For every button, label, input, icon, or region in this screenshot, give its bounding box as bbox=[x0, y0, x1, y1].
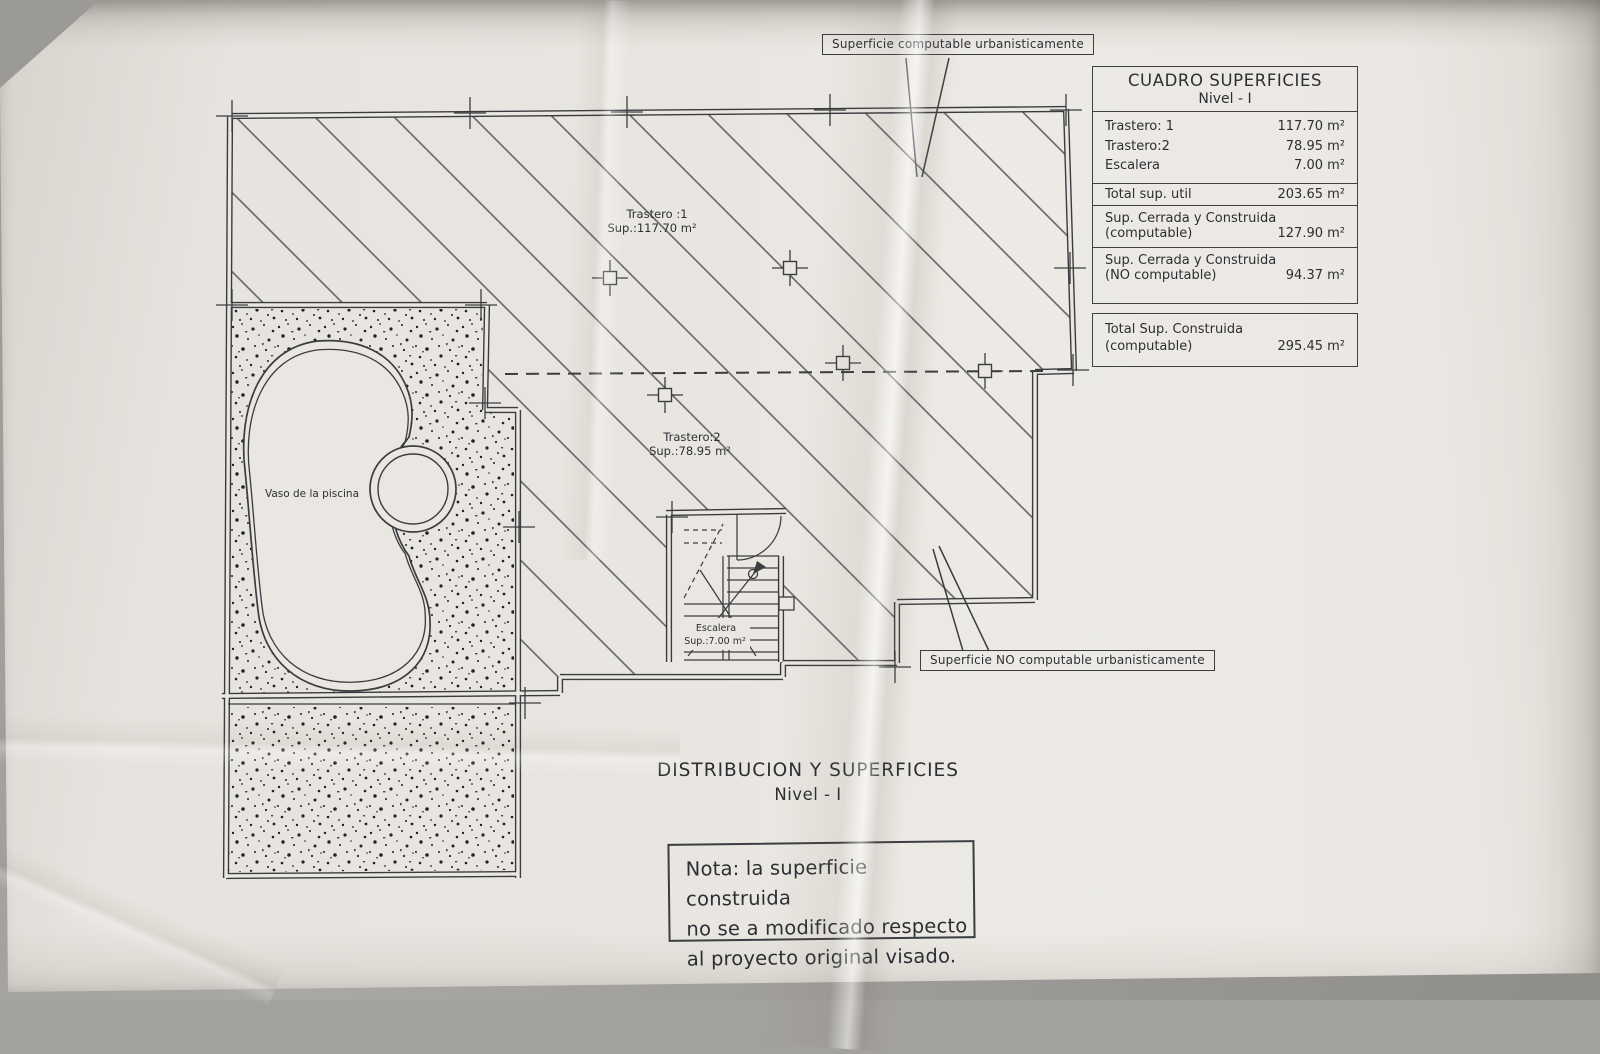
cerrada-no-computable-row: Sup. Cerrada y Construida (NO computable… bbox=[1092, 247, 1358, 304]
room-value: 78.95 m² bbox=[1285, 138, 1345, 154]
pool-label: Vaso de la piscina bbox=[265, 488, 359, 500]
total-util-row: Total sup. util 203.65 m² bbox=[1092, 183, 1358, 206]
drawing-title-block: DISTRIBUCION Y SUPERFICIES Nivel - I bbox=[608, 760, 1008, 804]
stair-label-backing bbox=[682, 618, 750, 650]
cerrada-no-computable-label: Sup. Cerrada y Construida bbox=[1105, 252, 1277, 268]
cerrada-computable-label: Sup. Cerrada y Construida bbox=[1105, 210, 1277, 226]
total-util-label: Total sup. util bbox=[1105, 186, 1192, 202]
room-value: 7.00 m² bbox=[1294, 158, 1345, 173]
total-construida-row: Total Sup. Construida (computable) 295.4… bbox=[1092, 312, 1358, 367]
total-construida-value: 295.45 m² bbox=[1277, 338, 1346, 354]
stair-direction-arrowhead bbox=[753, 561, 766, 574]
room-value: 117.70 m² bbox=[1277, 119, 1346, 134]
trastero2-label: Trastero:2 bbox=[662, 430, 720, 444]
trastero2-area-value: Sup.:78.95 m² bbox=[649, 444, 731, 458]
surfaces-table-title: CUADRO SUPERFICIES bbox=[1127, 71, 1323, 90]
pool-spa-circle bbox=[369, 445, 457, 533]
room-label: Escalera bbox=[1105, 158, 1161, 173]
stair-pilaster bbox=[778, 596, 795, 611]
table-row: Escalera 7.00 m² bbox=[1105, 156, 1345, 176]
cerrada-computable-row: Sup. Cerrada y Construida (computable) 1… bbox=[1092, 205, 1358, 248]
room-areas-section: Trastero: 1 117.70 m² Trastero:2 78.95 m… bbox=[1092, 112, 1358, 184]
trastero1-area-value: Sup.:117.70 m² bbox=[607, 221, 696, 235]
surfaces-table: CUADRO SUPERFICIES Nivel - I Trastero: 1… bbox=[1092, 66, 1358, 367]
stair-label: Escalera bbox=[696, 623, 736, 634]
note-line: al proyecto original visado. bbox=[686, 944, 957, 971]
pool-shape bbox=[242, 339, 457, 692]
cerrada-computable-sublabel: (computable) bbox=[1105, 225, 1193, 241]
note-line: Nota: la superficie construida bbox=[685, 855, 868, 911]
callout-no-computable: Superficie NO computable urbanisticament… bbox=[920, 650, 1215, 671]
floor-plan-drawing: Trastero :1 Sup.:117.70 m² Trastero:2 Su… bbox=[215, 57, 1090, 880]
table-row: Trastero: 1 117.70 m² bbox=[1105, 117, 1345, 137]
note-line: no se a modificado respecto bbox=[686, 914, 968, 941]
cerrada-computable-value: 127.90 m² bbox=[1277, 225, 1346, 241]
pool-deck-lower bbox=[228, 707, 514, 872]
total-util-value: 203.65 m² bbox=[1277, 186, 1346, 202]
room-label: Trastero: 1 bbox=[1105, 119, 1175, 134]
note-box: Nota: la superficie construida no se a m… bbox=[667, 840, 976, 971]
stair-area-value: Sup.:7.00 m² bbox=[684, 636, 746, 647]
cerrada-no-computable-sublabel: (NO computable) bbox=[1105, 267, 1217, 283]
table-row: Trastero:2 78.95 m² bbox=[1105, 137, 1345, 157]
drawing-title: DISTRIBUCION Y SUPERFICIES bbox=[656, 760, 959, 781]
trastero1-label: Trastero :1 bbox=[625, 207, 687, 221]
callout-computable: Superficie computable urbanisticamente bbox=[822, 34, 1094, 55]
cerrada-no-computable-value: 94.37 m² bbox=[1285, 267, 1345, 283]
drawing-subtitle: Nivel - I bbox=[774, 785, 842, 804]
total-construida-label: Total Sup. Construida bbox=[1105, 321, 1244, 337]
surfaces-table-subtitle: Nivel - I bbox=[1198, 91, 1252, 107]
surfaces-table-header: CUADRO SUPERFICIES Nivel - I bbox=[1092, 66, 1358, 112]
room-label: Trastero:2 bbox=[1105, 138, 1170, 154]
total-construida-sublabel: (computable) bbox=[1105, 338, 1193, 354]
